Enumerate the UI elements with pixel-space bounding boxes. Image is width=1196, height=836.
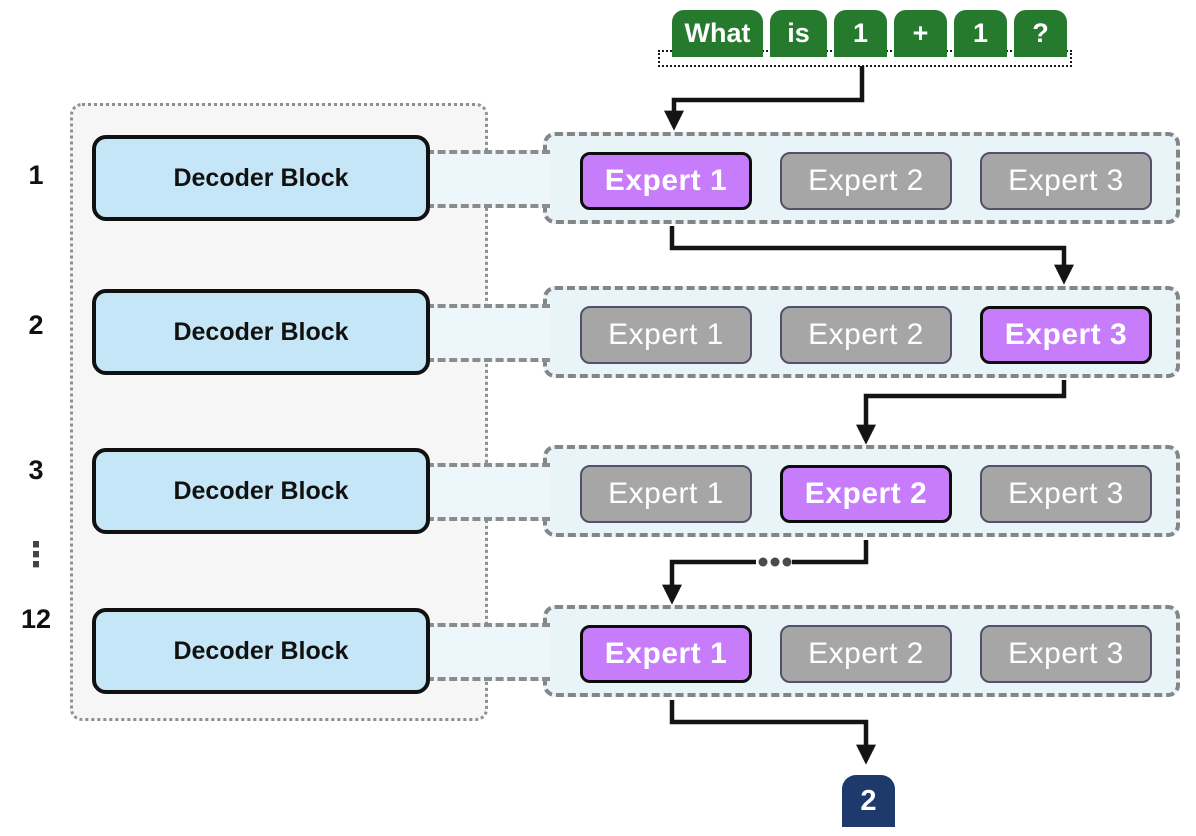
input-token: ? (1014, 10, 1067, 57)
ellipsis-dot (782, 557, 792, 567)
input-token: 1 (834, 10, 887, 57)
ellipsis-dot (758, 557, 768, 567)
expert-row-layer-3: Expert 1 Expert 2 Expert 3 (543, 445, 1180, 537)
layer-number-12: 12 (20, 604, 52, 634)
expert-pill: Expert 2 (780, 152, 952, 210)
decoder-block-1: Decoder Block (92, 135, 430, 221)
input-token: is (770, 10, 827, 57)
expert-pill: Expert 3 (980, 152, 1152, 210)
decoder-block-2: Decoder Block (92, 289, 430, 375)
input-token: + (894, 10, 947, 57)
connector-band-3 (426, 463, 550, 521)
layer-ellipsis: ⋮ (19, 536, 53, 574)
expert-pill: Expert 1 (580, 465, 752, 523)
arrow-layer12-to-output (669, 700, 876, 765)
input-token: What (672, 10, 763, 57)
decoder-block-12: Decoder Block (92, 608, 430, 694)
arrow-input-to-layer1 (664, 66, 865, 131)
expert-pill: Expert 1 (580, 625, 752, 683)
connector-band-1 (426, 150, 550, 208)
connector-band-2 (426, 304, 550, 362)
expert-pill: Expert 3 (980, 306, 1152, 364)
expert-pill: Expert 3 (980, 465, 1152, 523)
expert-pill: Expert 3 (980, 625, 1152, 683)
expert-row-layer-2: Expert 1 Expert 2 Expert 3 (543, 286, 1180, 378)
expert-row-layer-1: Expert 1 Expert 2 Expert 3 (543, 132, 1180, 224)
arrow-layer3-to-ellipsis (792, 540, 869, 565)
output-token: 2 (842, 775, 895, 827)
expert-pill: Expert 2 (780, 306, 952, 364)
layer-number-1: 1 (28, 160, 44, 190)
arrow-ellipsis-to-layer12 (662, 559, 756, 605)
decoder-block-3: Decoder Block (92, 448, 430, 534)
arrow-layer1-to-layer2 (669, 226, 1074, 285)
connector-band-12 (426, 623, 550, 681)
expert-pill: Expert 1 (580, 152, 752, 210)
expert-pill: Expert 1 (580, 306, 752, 364)
arrow-layer2-to-layer3 (856, 380, 1067, 445)
layer-number-3: 3 (28, 455, 44, 485)
expert-pill: Expert 2 (780, 625, 952, 683)
input-token: 1 (954, 10, 1007, 57)
ellipsis-dot (770, 557, 780, 567)
expert-row-layer-12: Expert 1 Expert 2 Expert 3 (543, 605, 1180, 697)
layer-number-2: 2 (28, 310, 44, 340)
expert-pill: Expert 2 (780, 465, 952, 523)
